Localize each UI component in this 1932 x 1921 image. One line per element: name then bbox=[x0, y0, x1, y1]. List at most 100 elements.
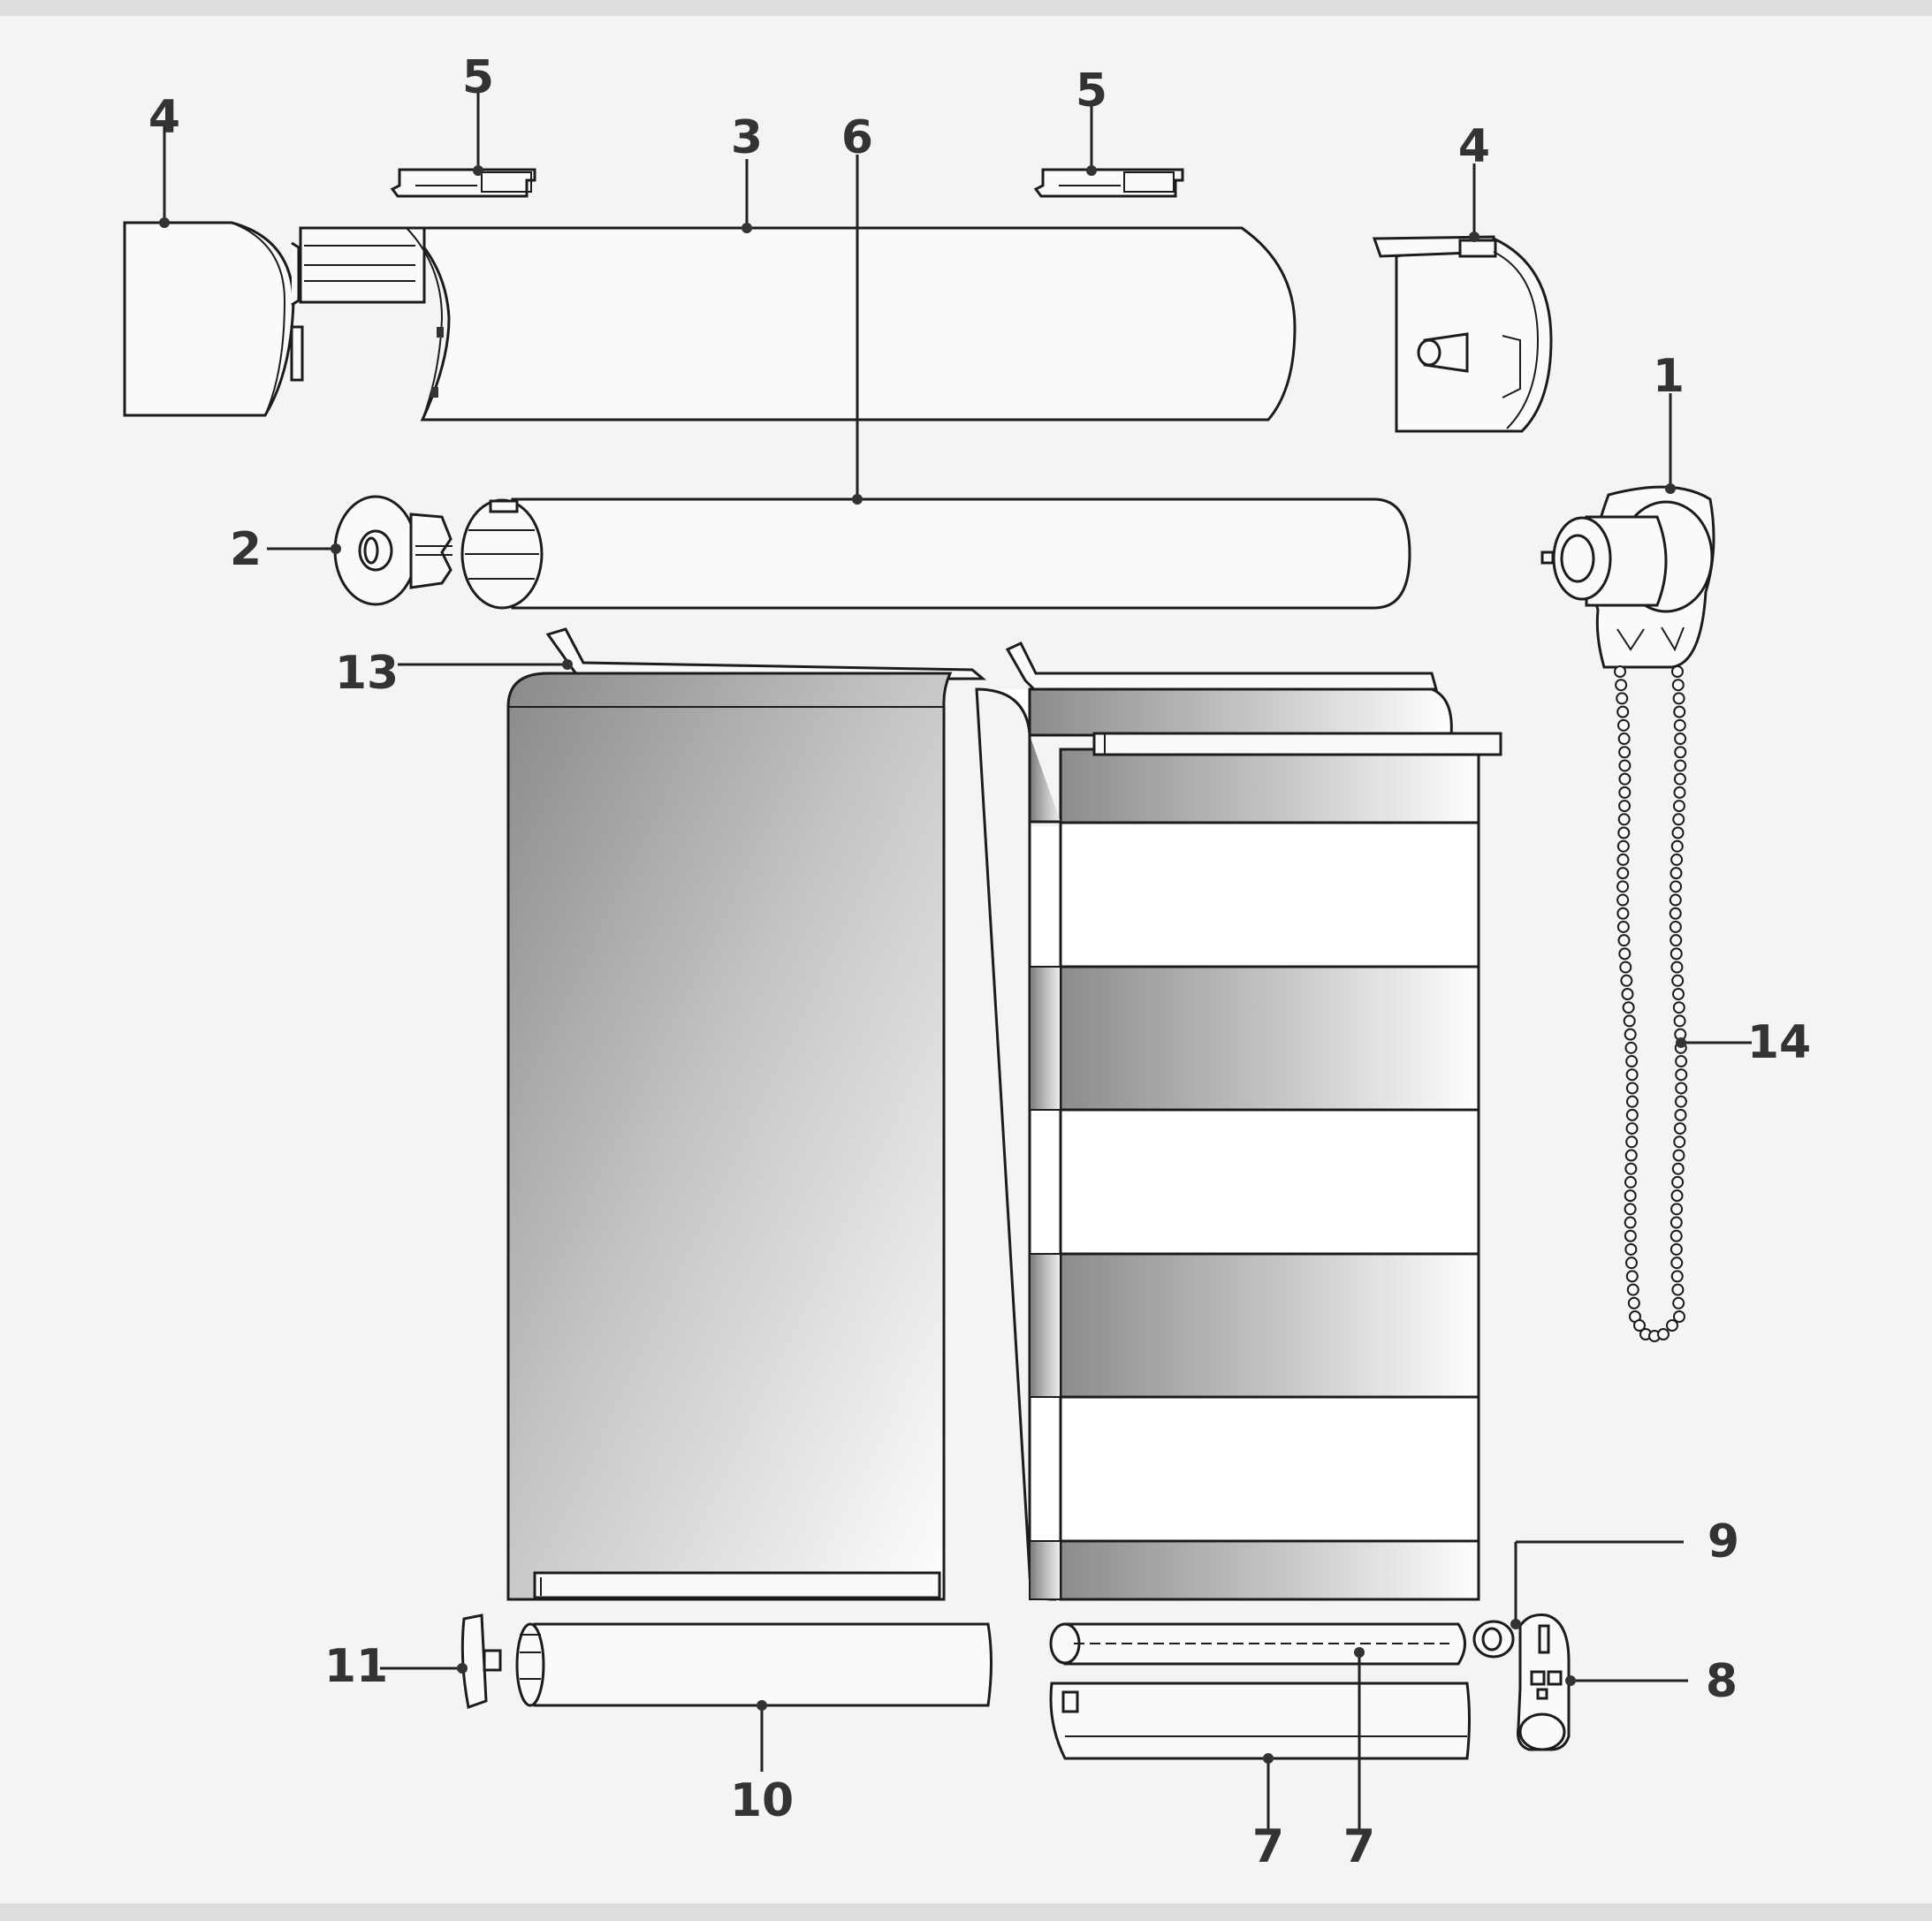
chain-bead bbox=[1675, 1068, 1688, 1082]
chain-bead bbox=[1671, 679, 1685, 692]
chain-bead bbox=[1672, 1001, 1685, 1014]
chain-bead bbox=[1616, 907, 1630, 920]
chain-bead bbox=[1672, 1149, 1685, 1162]
right-end-cap bbox=[1372, 235, 1553, 433]
chain-bead bbox=[1671, 1162, 1685, 1175]
chain-bead bbox=[1673, 705, 1686, 718]
callout-1: 1 bbox=[1653, 350, 1685, 403]
bead-chain bbox=[1614, 665, 1688, 1342]
callout-9: 8 bbox=[1706, 1655, 1738, 1708]
callout-10: 9 bbox=[1708, 1515, 1739, 1568]
headrail-cassette bbox=[299, 226, 1297, 421]
callout-7: 7 bbox=[1343, 1820, 1375, 1873]
bottom-band bbox=[0, 1903, 1932, 1921]
chain-bead bbox=[1618, 786, 1632, 799]
chain-bead bbox=[1624, 1242, 1638, 1256]
bracket-right bbox=[1033, 168, 1184, 198]
chain-bead bbox=[1670, 1229, 1683, 1242]
chain-bead bbox=[1669, 920, 1682, 933]
bracket-left bbox=[390, 168, 536, 198]
chain-bead bbox=[1670, 1257, 1684, 1270]
chain-bead bbox=[1670, 839, 1684, 853]
callout-3: 3 bbox=[731, 111, 763, 164]
chain-bead bbox=[1618, 947, 1632, 960]
chain-bead bbox=[1624, 1175, 1637, 1188]
chain-bead bbox=[1670, 1189, 1684, 1203]
leader-lines bbox=[159, 93, 1752, 1834]
chain-bead bbox=[1673, 772, 1686, 786]
chain-bead bbox=[1626, 1283, 1639, 1296]
chain-bead bbox=[1617, 934, 1631, 947]
chain-bead bbox=[1669, 907, 1682, 920]
chain-bead bbox=[1625, 1082, 1639, 1095]
chain-bead bbox=[1674, 759, 1687, 772]
chain-bead bbox=[1624, 1203, 1637, 1216]
chain-bead bbox=[1673, 1135, 1686, 1149]
chain-bead bbox=[1672, 1310, 1685, 1323]
chain-bead bbox=[1624, 1216, 1637, 1229]
chain-bead bbox=[1675, 1055, 1688, 1068]
chain-bead bbox=[1624, 1257, 1638, 1270]
chain-bead bbox=[1625, 1108, 1639, 1121]
chain-bead bbox=[1673, 1122, 1686, 1135]
chain-bead bbox=[1670, 1242, 1683, 1256]
chain-bead bbox=[1670, 867, 1683, 880]
callout-8: 7 bbox=[1252, 1820, 1284, 1873]
chain-bead bbox=[1671, 1175, 1685, 1188]
chain-bead bbox=[1616, 705, 1630, 718]
callout-12: 11 bbox=[324, 1640, 388, 1693]
chain-bead bbox=[1669, 893, 1682, 907]
chain-bead bbox=[1625, 1068, 1639, 1082]
chain-bead bbox=[1618, 759, 1632, 772]
chain-bead bbox=[1618, 800, 1632, 813]
chain-bead bbox=[1633, 1319, 1646, 1332]
roller-tube bbox=[460, 497, 1411, 610]
chain-bead bbox=[1674, 746, 1687, 759]
chain-control-mechanism bbox=[1540, 485, 1715, 669]
chain-bead bbox=[1616, 839, 1630, 853]
callout-2: 2 bbox=[230, 523, 262, 576]
chain-bead bbox=[1615, 679, 1628, 692]
top-band bbox=[0, 0, 1932, 16]
chain-bead bbox=[1671, 988, 1685, 1000]
chain-bead bbox=[1624, 1028, 1637, 1041]
chain-bead bbox=[1622, 1001, 1635, 1014]
callout-5-right: 5 bbox=[1076, 65, 1107, 118]
chain-bead bbox=[1624, 1162, 1638, 1175]
chain-bead bbox=[1671, 826, 1685, 839]
callout-labels: 4 5 5 3 6 4 1 2 13 14 9 8 11 10 7 7 bbox=[148, 51, 1811, 1873]
chain-bead bbox=[1618, 746, 1632, 759]
chain-bead bbox=[1673, 718, 1686, 732]
chain-bead bbox=[1627, 1296, 1640, 1310]
chain-bead bbox=[1672, 692, 1685, 705]
chain-bead bbox=[1673, 786, 1686, 799]
chain-bead bbox=[1670, 1270, 1684, 1283]
chain-bead bbox=[1674, 1095, 1687, 1108]
callout-4-right: 4 bbox=[1458, 120, 1490, 173]
fabric-tape-right bbox=[1005, 642, 1438, 691]
chain-bead bbox=[1672, 813, 1685, 826]
chain-bead bbox=[1670, 947, 1683, 960]
chain-bead bbox=[1675, 1082, 1688, 1095]
chain-bead bbox=[1625, 1135, 1639, 1149]
chain-bead bbox=[1670, 1203, 1684, 1216]
chain-bead bbox=[1672, 1296, 1685, 1310]
chain-bead bbox=[1616, 867, 1630, 880]
chain-bead bbox=[1670, 934, 1683, 947]
idle-end-plug bbox=[333, 495, 453, 606]
chain-bead bbox=[1620, 974, 1633, 987]
chain-bead bbox=[1670, 1216, 1683, 1229]
tube-end-piece bbox=[1472, 1620, 1515, 1659]
chain-bead bbox=[1625, 1122, 1639, 1135]
chain-bead bbox=[1624, 1041, 1638, 1054]
chain-bead bbox=[1621, 988, 1634, 1000]
chain-bead bbox=[1623, 1014, 1636, 1028]
chain-bead bbox=[1624, 1229, 1637, 1242]
chain-bead bbox=[1617, 826, 1631, 839]
callout-14: 14 bbox=[1747, 1016, 1811, 1069]
chain-bead bbox=[1671, 974, 1685, 987]
callout-13: 13 bbox=[335, 647, 399, 700]
chain-bead bbox=[1674, 1108, 1687, 1121]
side-bracket bbox=[1517, 1613, 1571, 1751]
chain-bead bbox=[1619, 960, 1632, 974]
